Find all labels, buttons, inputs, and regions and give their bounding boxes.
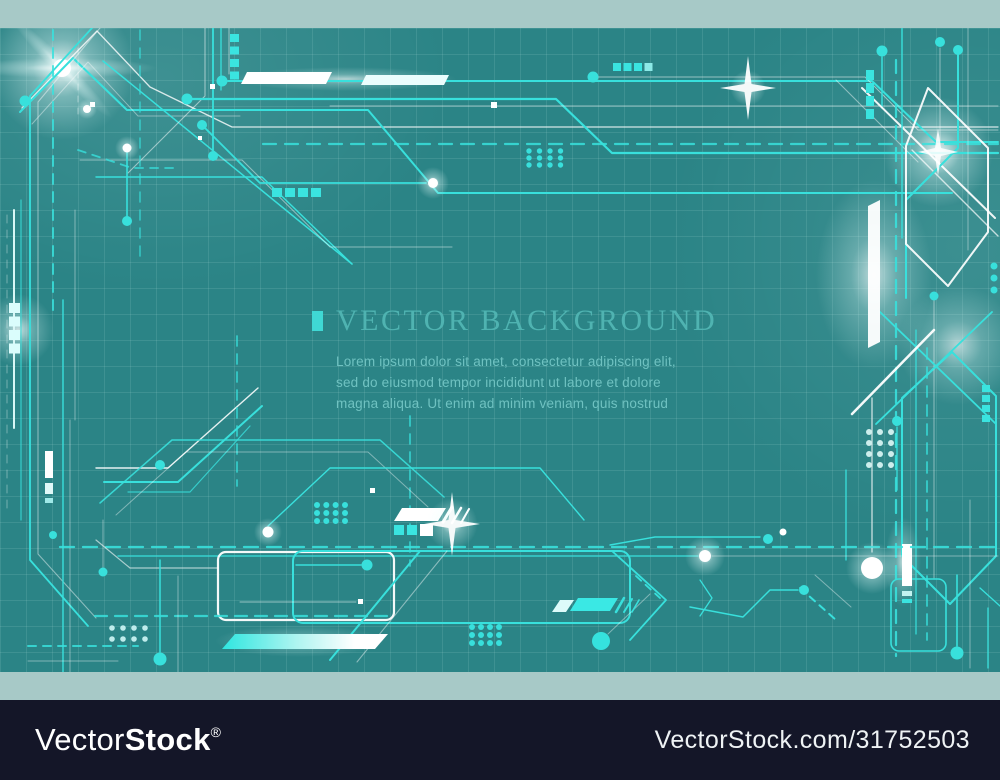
arrow-bars-right — [552, 596, 640, 614]
registered-mark: ® — [210, 723, 222, 740]
subtitle-line: sed do eiusmod tempor incididunt ut labo… — [336, 375, 661, 390]
subtitle-line: magna aliqua. Ut enim ad minim veniam, q… — [336, 396, 669, 411]
vectorstock-logo: VectorStock® — [35, 722, 221, 758]
heading-marker-icon — [312, 311, 323, 331]
glow-dots — [77, 99, 898, 594]
circuit-left-edge — [6, 28, 101, 672]
dot-grid-bottom-left — [109, 625, 148, 642]
circuit-midleft — [49, 335, 445, 577]
artwork-title: VECTOR BACKGROUND — [336, 304, 718, 337]
artwork-subtitle: Lorem ipsum dolor sit amet, consectetur … — [336, 351, 717, 414]
circuit-board-art — [0, 28, 1000, 672]
divider-strip — [0, 672, 1000, 700]
watermark-url: VectorStock.com/31752503 — [654, 725, 970, 754]
dot-grid-top — [526, 148, 564, 168]
logo-suffix: Stock — [124, 722, 211, 757]
caption-block: VECTOR BACKGROUND Lorem ipsum dolor sit … — [312, 304, 717, 414]
dot-grid-center — [314, 502, 502, 646]
watermark-bar: VectorStock® VectorStock.com/31752503 — [0, 700, 1000, 780]
circuit-topleft — [19, 28, 999, 313]
artwork-heading-row: VECTOR BACKGROUND — [312, 304, 717, 338]
artwork-area: VECTOR BACKGROUND Lorem ipsum dolor sit … — [0, 28, 1000, 672]
circuit-top-traces — [181, 37, 1000, 197]
top-margin-strip — [0, 0, 1000, 28]
circuit-right — [799, 28, 1000, 669]
dot-grid-right — [866, 429, 894, 468]
star-flares — [424, 56, 958, 556]
circuit-bottom — [27, 467, 999, 672]
subtitle-line: Lorem ipsum dolor sit amet, consectetur … — [336, 354, 676, 369]
logo-prefix: Vector — [35, 722, 125, 757]
